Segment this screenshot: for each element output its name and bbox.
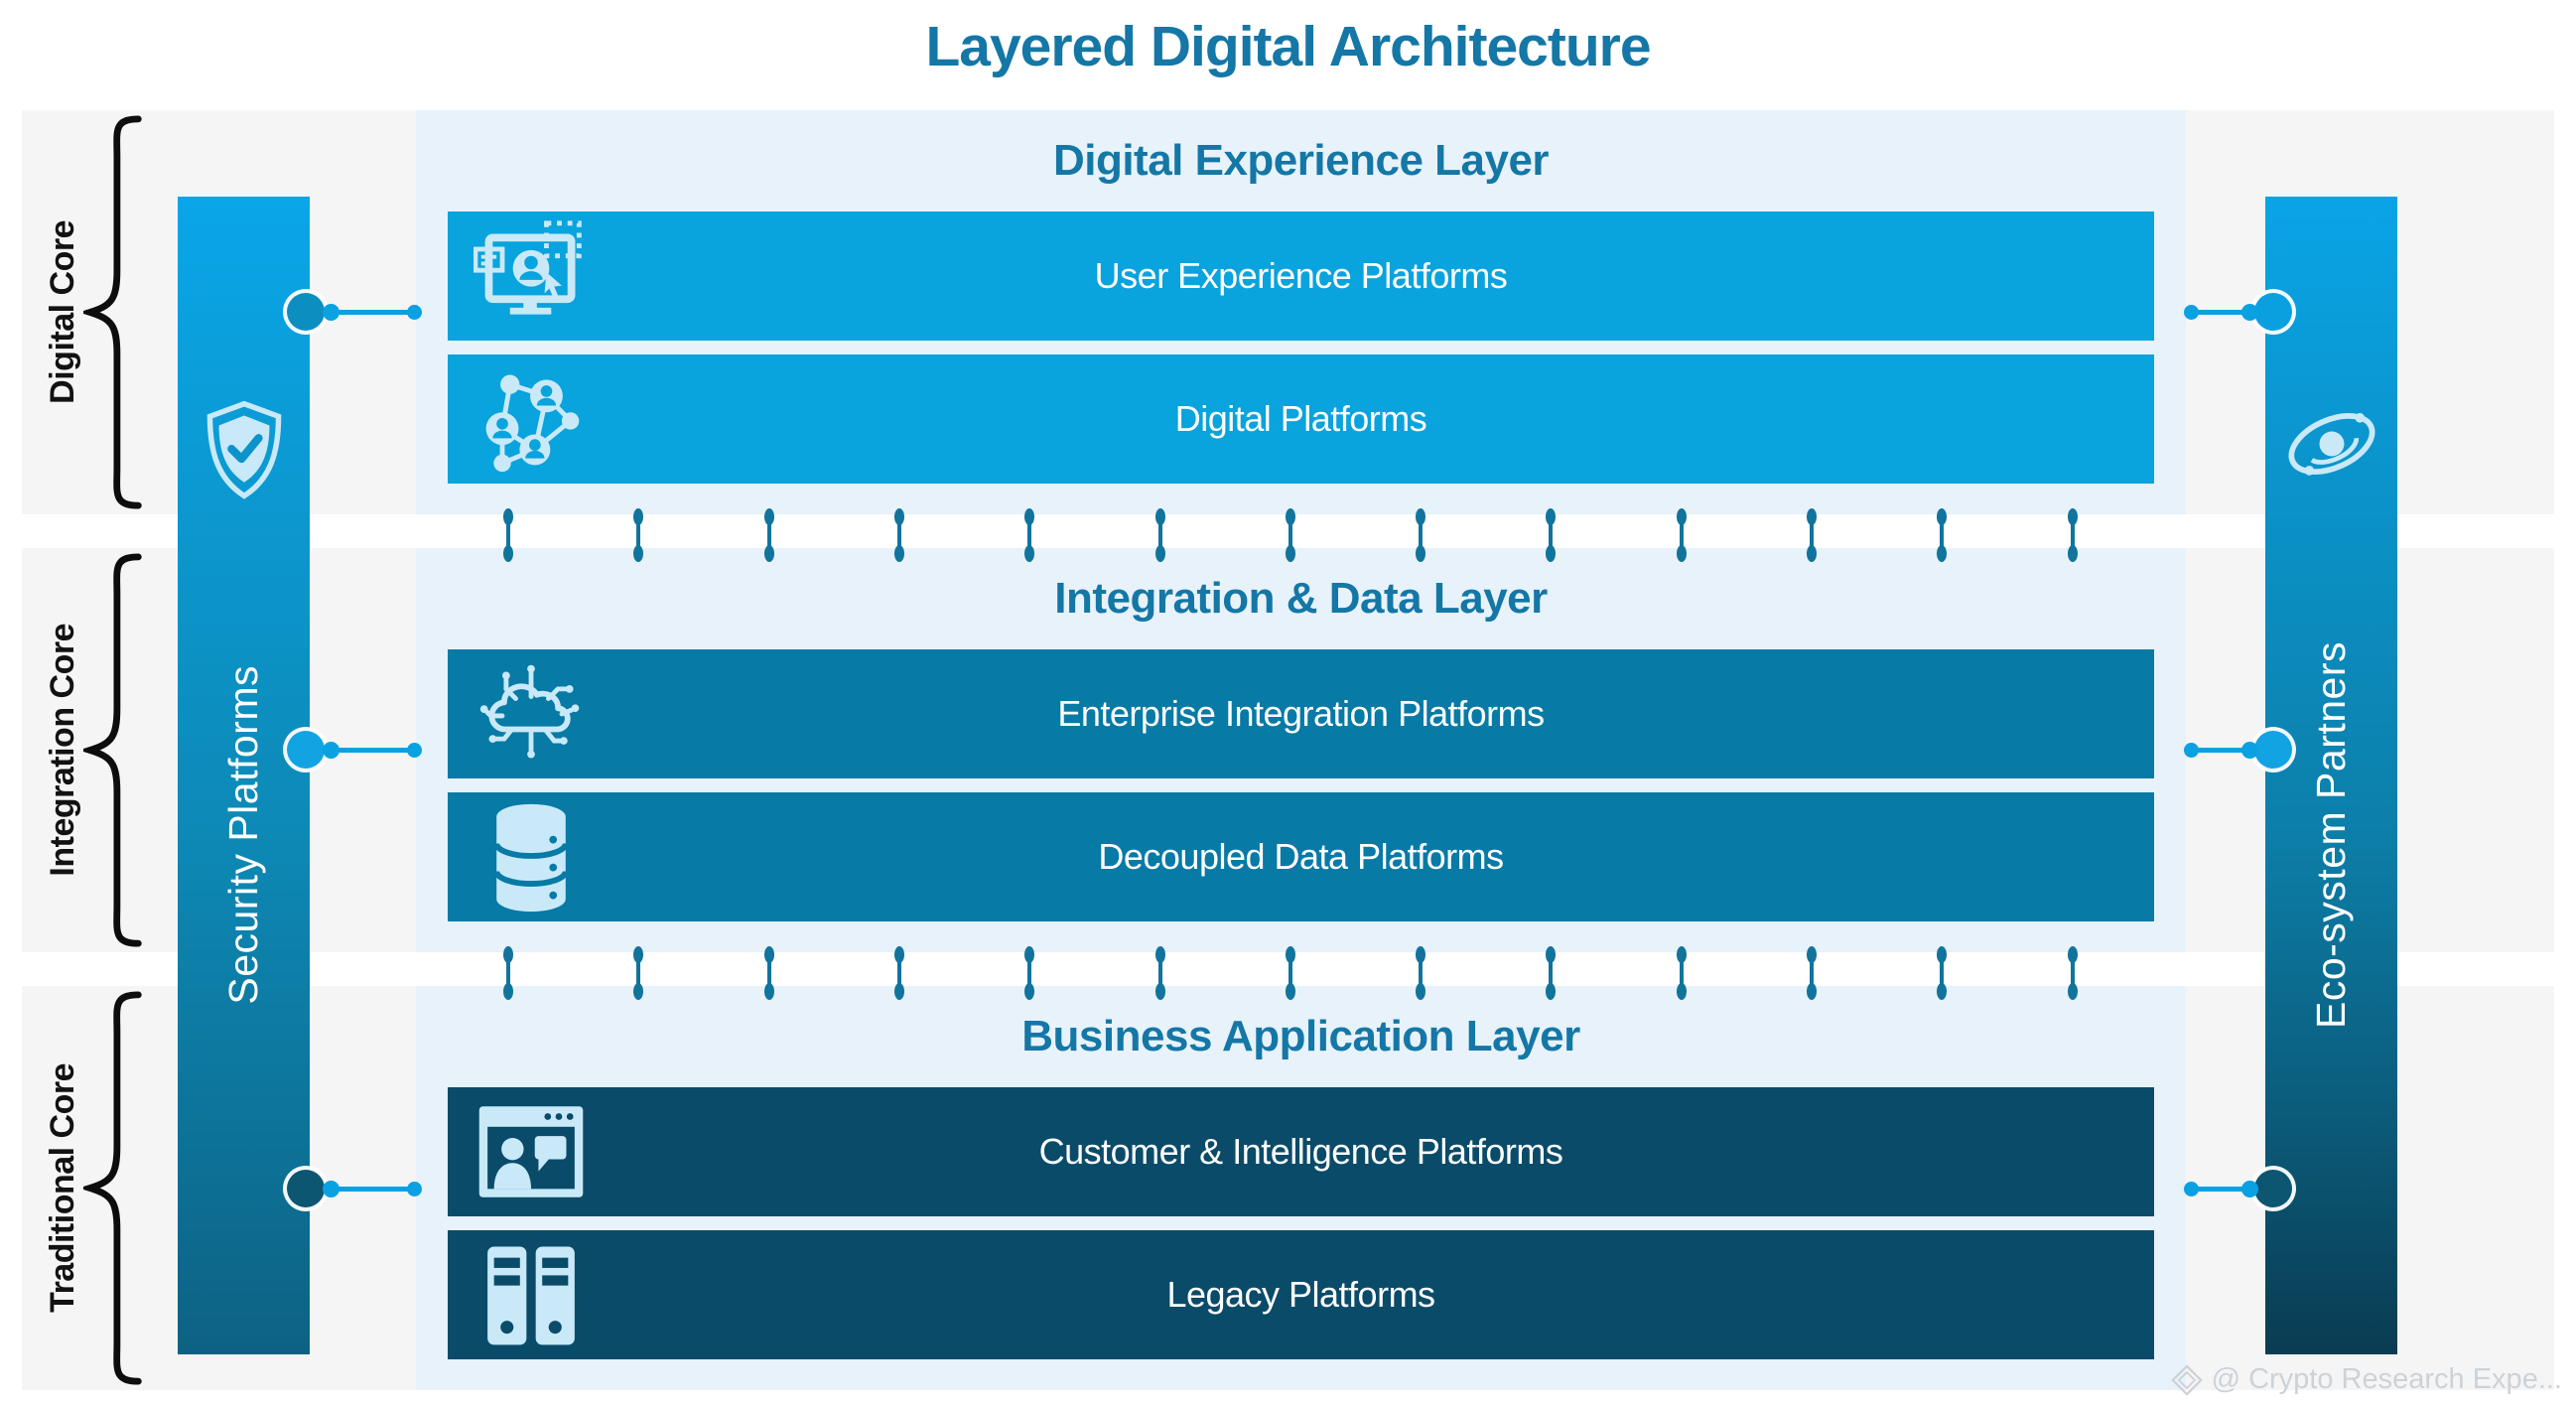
connector-nub bbox=[323, 742, 339, 759]
connector-circle-left-integration bbox=[287, 731, 325, 769]
row-customer-intelligence-platforms: Customer & Intelligence Platforms bbox=[448, 1087, 2154, 1216]
server-icon bbox=[474, 1237, 589, 1352]
panel-integration-data: Integration & Data Layer bbox=[416, 548, 2186, 952]
connector-circle-left-digital bbox=[287, 293, 325, 331]
panel-header: Integration & Data Layer bbox=[1054, 574, 1548, 623]
connector-line bbox=[2188, 1187, 2253, 1192]
layer-link-pin bbox=[1546, 508, 1557, 562]
layer-link-pin bbox=[633, 946, 644, 1000]
layer-link-pin bbox=[2067, 508, 2078, 562]
layer-link-pin bbox=[2067, 946, 2078, 1000]
connector-dot bbox=[407, 743, 422, 758]
connector-dot bbox=[407, 305, 422, 320]
panel-business-application: Business Application Layer Customer & In… bbox=[416, 986, 2186, 1390]
layer-link-pin bbox=[1546, 946, 1557, 1000]
row-decoupled-data-platforms: Decoupled Data Platforms bbox=[448, 792, 2154, 921]
layer-link-pin bbox=[1676, 946, 1687, 1000]
bar-label: Eco-system Partners bbox=[2308, 641, 2354, 1029]
ecosystem-partners-bar: Eco-system Partners bbox=[2265, 197, 2397, 1354]
page-title: Layered Digital Architecture bbox=[925, 15, 1651, 78]
layer-link-pin bbox=[893, 946, 904, 1000]
core-label-traditional: Traditional Core bbox=[43, 1063, 81, 1313]
brand-diamond-icon bbox=[2170, 1363, 2203, 1396]
layer-link-pin bbox=[763, 946, 774, 1000]
row-enterprise-integration-platforms: Enterprise Integration Platforms bbox=[448, 649, 2154, 778]
cloud-network-icon bbox=[474, 656, 589, 772]
row-label: Legacy Platforms bbox=[1166, 1274, 1435, 1315]
connector-line bbox=[328, 310, 413, 315]
row-user-experience-platforms: User Experience Platforms bbox=[448, 211, 2154, 341]
curly-brace bbox=[83, 553, 142, 947]
layer-link-pin bbox=[503, 946, 513, 1000]
bar-label: Security Platforms bbox=[220, 665, 266, 1005]
layer-link-pin bbox=[1676, 508, 1687, 562]
video-call-icon bbox=[474, 1094, 589, 1209]
curly-brace bbox=[83, 991, 142, 1385]
connector-line bbox=[328, 1187, 413, 1192]
watermark: @ Crypto Research Expe... bbox=[2170, 1363, 2562, 1396]
row-label: Digital Platforms bbox=[1174, 398, 1427, 439]
layer-link-pin bbox=[1285, 946, 1295, 1000]
row-legacy-platforms: Legacy Platforms bbox=[448, 1230, 2154, 1359]
connector-circle-right-digital bbox=[2254, 293, 2292, 331]
connector-dot bbox=[2184, 1182, 2199, 1197]
connector-dot bbox=[2184, 305, 2199, 320]
connector-circle-right-integration bbox=[2254, 731, 2292, 769]
layer-link-pin bbox=[1807, 508, 1817, 562]
layer-link-pin bbox=[633, 508, 644, 562]
watermark-text: @ Crypto Research Expe... bbox=[2211, 1363, 2562, 1395]
security-platforms-bar: Security Platforms bbox=[178, 197, 310, 1354]
connector-nub bbox=[323, 1181, 339, 1197]
database-icon bbox=[474, 799, 589, 915]
layer-link-pin bbox=[1416, 946, 1426, 1000]
row-label: Customer & Intelligence Platforms bbox=[1038, 1131, 1563, 1172]
layer-link-pin bbox=[1937, 946, 1948, 1000]
connector-dot bbox=[407, 1182, 422, 1197]
row-label: Decoupled Data Platforms bbox=[1098, 836, 1504, 877]
row-label: Enterprise Integration Platforms bbox=[1057, 693, 1545, 734]
connector-nub bbox=[2241, 742, 2258, 759]
row-digital-platforms: Digital Platforms bbox=[448, 354, 2154, 484]
galaxy-icon bbox=[2284, 400, 2379, 493]
panel-digital-experience: Digital Experience Layer User Experience… bbox=[416, 110, 2186, 514]
connector-line bbox=[328, 748, 413, 753]
ux-monitor-icon bbox=[474, 218, 589, 334]
core-label-integration: Integration Core bbox=[43, 624, 81, 877]
connector-nub bbox=[2241, 304, 2258, 321]
panel-header: Business Application Layer bbox=[1021, 1012, 1580, 1060]
layer-link-pin bbox=[1154, 508, 1165, 562]
curly-brace bbox=[83, 115, 142, 509]
layer-link-pin bbox=[1024, 508, 1035, 562]
connector-circle-left-traditional bbox=[287, 1170, 325, 1207]
panel-header: Digital Experience Layer bbox=[1052, 136, 1550, 185]
layer-link-pin bbox=[763, 508, 774, 562]
layer-link-pin bbox=[893, 508, 904, 562]
network-people-icon bbox=[474, 361, 589, 477]
connector-line bbox=[2188, 310, 2253, 315]
layer-link-pin bbox=[1024, 946, 1035, 1000]
layer-link-pin bbox=[1937, 508, 1948, 562]
connector-line bbox=[2188, 748, 2253, 753]
layer-link-pin bbox=[1285, 508, 1295, 562]
connector-circle-right-traditional bbox=[2254, 1170, 2292, 1207]
connector-nub bbox=[323, 304, 339, 321]
layer-link-pin bbox=[1416, 508, 1426, 562]
connector-nub bbox=[2241, 1181, 2258, 1197]
layer-link-pin bbox=[503, 508, 513, 562]
row-label: User Experience Platforms bbox=[1094, 255, 1508, 296]
core-label-digital: Digital Core bbox=[43, 220, 81, 404]
shield-check-icon bbox=[199, 400, 290, 504]
layer-link-pin bbox=[1154, 946, 1165, 1000]
connector-dot bbox=[2184, 743, 2199, 758]
layer-link-pin bbox=[1807, 946, 1817, 1000]
